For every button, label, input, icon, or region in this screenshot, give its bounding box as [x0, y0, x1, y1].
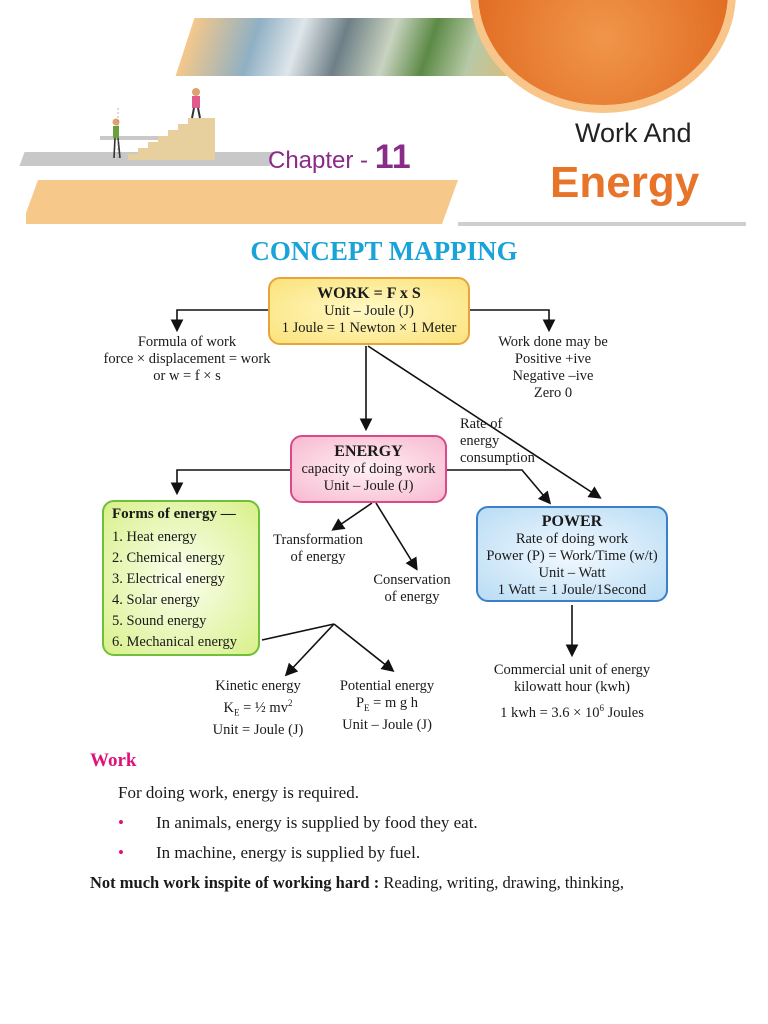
power-box-line2: Power (P) = Work/Time (w/t)	[486, 548, 658, 564]
power-box-line1: Rate of doing work	[515, 531, 629, 547]
kinetic-title: Kinetic energy	[215, 678, 301, 694]
formula-note: Formula of work force × displacement = w…	[92, 334, 282, 385]
forms-item: 1. Heat energy	[112, 529, 197, 545]
forms-title: Forms of energy —	[112, 506, 236, 522]
not-much-work-line: Not much work inspite of working hard : …	[90, 873, 624, 893]
rate-note-line3: consumption	[460, 450, 535, 466]
chapter-label-text: Chapter -	[268, 147, 369, 174]
potential-energy-note: Potential energy PE = m g h Unit – Joule…	[328, 678, 446, 734]
title-line2: Energy	[550, 158, 700, 207]
not-much-work-bold: Not much work inspite of working hard :	[90, 873, 380, 892]
conservation-line1: Conservation	[373, 572, 451, 588]
rate-note: Rate of energy consumption	[460, 416, 535, 467]
commercial-line3: 1 kwh = 3.6 × 106 Joules	[500, 703, 644, 721]
kinetic-energy-note: Kinetic energy KE = ½ mv2 Unit = Joule (…	[200, 678, 316, 739]
energy-box-line2: Unit – Joule (J)	[323, 478, 414, 494]
commercial-line1: Commercial unit of energy	[493, 662, 651, 678]
bullet-text: In animals, energy is supplied by food t…	[156, 813, 478, 832]
bullet-text: In machine, energy is supplied by fuel.	[156, 843, 421, 862]
kinetic-formula: KE = ½ mv2	[223, 698, 293, 718]
concept-mapping-heading: CONCEPT MAPPING	[250, 236, 518, 266]
transformation-line2: of energy	[290, 549, 346, 565]
chapter-label: Chapter - 11	[268, 138, 411, 177]
forms-of-energy-box: Forms of energy — 1. Heat energy 2. Chem…	[102, 500, 260, 656]
formula-note-line1: Formula of work	[137, 334, 237, 350]
section-title-work: Work	[90, 750, 137, 771]
work-box: WORK = F x S Unit – Joule (J) 1 Joule = …	[268, 277, 470, 345]
work-done-line1: Work done may be	[498, 334, 608, 350]
power-box-line3: Unit – Watt	[538, 565, 606, 581]
work-done-line3: Negative –ive	[512, 368, 594, 384]
title-line1: Work And	[575, 118, 692, 148]
potential-formula: PE = m g h	[355, 695, 419, 713]
commercial-line2: kilowatt hour (kwh)	[514, 679, 630, 695]
potential-title: Potential energy	[339, 678, 435, 694]
power-box: POWER Rate of doing work Power (P) = Wor…	[476, 506, 668, 602]
formula-note-line3: or w = f × s	[153, 368, 221, 384]
energy-box-line1: capacity of doing work	[301, 461, 436, 477]
work-done-line4: Zero 0	[533, 385, 573, 401]
forms-item: 3. Electrical energy	[112, 571, 225, 587]
commercial-unit-note: Commercial unit of energy kilowatt hour …	[474, 662, 670, 722]
potential-unit: Unit – Joule (J)	[342, 716, 432, 733]
concept-map-connectors	[170, 309, 602, 677]
forms-item: 6. Mechanical energy	[112, 634, 237, 650]
work-done-note: Work done may be Positive +ive Negative …	[478, 334, 628, 402]
work-box-joule: 1 Joule = 1 Newton × 1 Meter	[281, 320, 457, 336]
rate-note-line1: Rate of	[460, 416, 503, 432]
power-box-line4: 1 Watt = 1 Joule/1Second	[497, 582, 647, 598]
not-much-work-text: Reading, writing, drawing, thinking,	[379, 873, 624, 892]
rate-note-line2: energy	[460, 433, 500, 449]
conservation-line2: of energy	[384, 589, 440, 605]
bullet-dot: •	[118, 813, 124, 832]
stairs-illustration	[100, 88, 215, 160]
transformation-line1: Transformation	[273, 532, 363, 548]
conservation-note: Conservation of energy	[362, 572, 462, 606]
energy-box-title: ENERGY	[334, 443, 403, 460]
forms-item: 2. Chemical energy	[112, 550, 225, 566]
intro-paragraph: For doing work, energy is required.	[118, 783, 359, 802]
work-box-title: WORK = F x S	[317, 285, 421, 302]
forms-item: 5. Sound energy	[112, 613, 207, 629]
work-done-line2: Positive +ive	[514, 351, 592, 367]
energy-box: ENERGY capacity of doing work Unit – Jou…	[290, 435, 447, 503]
work-box-unit: Unit – Joule (J)	[324, 303, 414, 319]
forms-item: 4. Solar energy	[112, 592, 200, 608]
formula-note-line2: force × displacement = work	[103, 351, 271, 367]
power-box-title: POWER	[541, 513, 603, 530]
bullet-dot: •	[118, 843, 124, 862]
transformation-note: Transformation of energy	[262, 532, 374, 566]
kinetic-unit: Unit = Joule (J)	[212, 721, 304, 738]
chapter-number: 11	[374, 138, 411, 176]
header-grey-line	[458, 222, 746, 226]
